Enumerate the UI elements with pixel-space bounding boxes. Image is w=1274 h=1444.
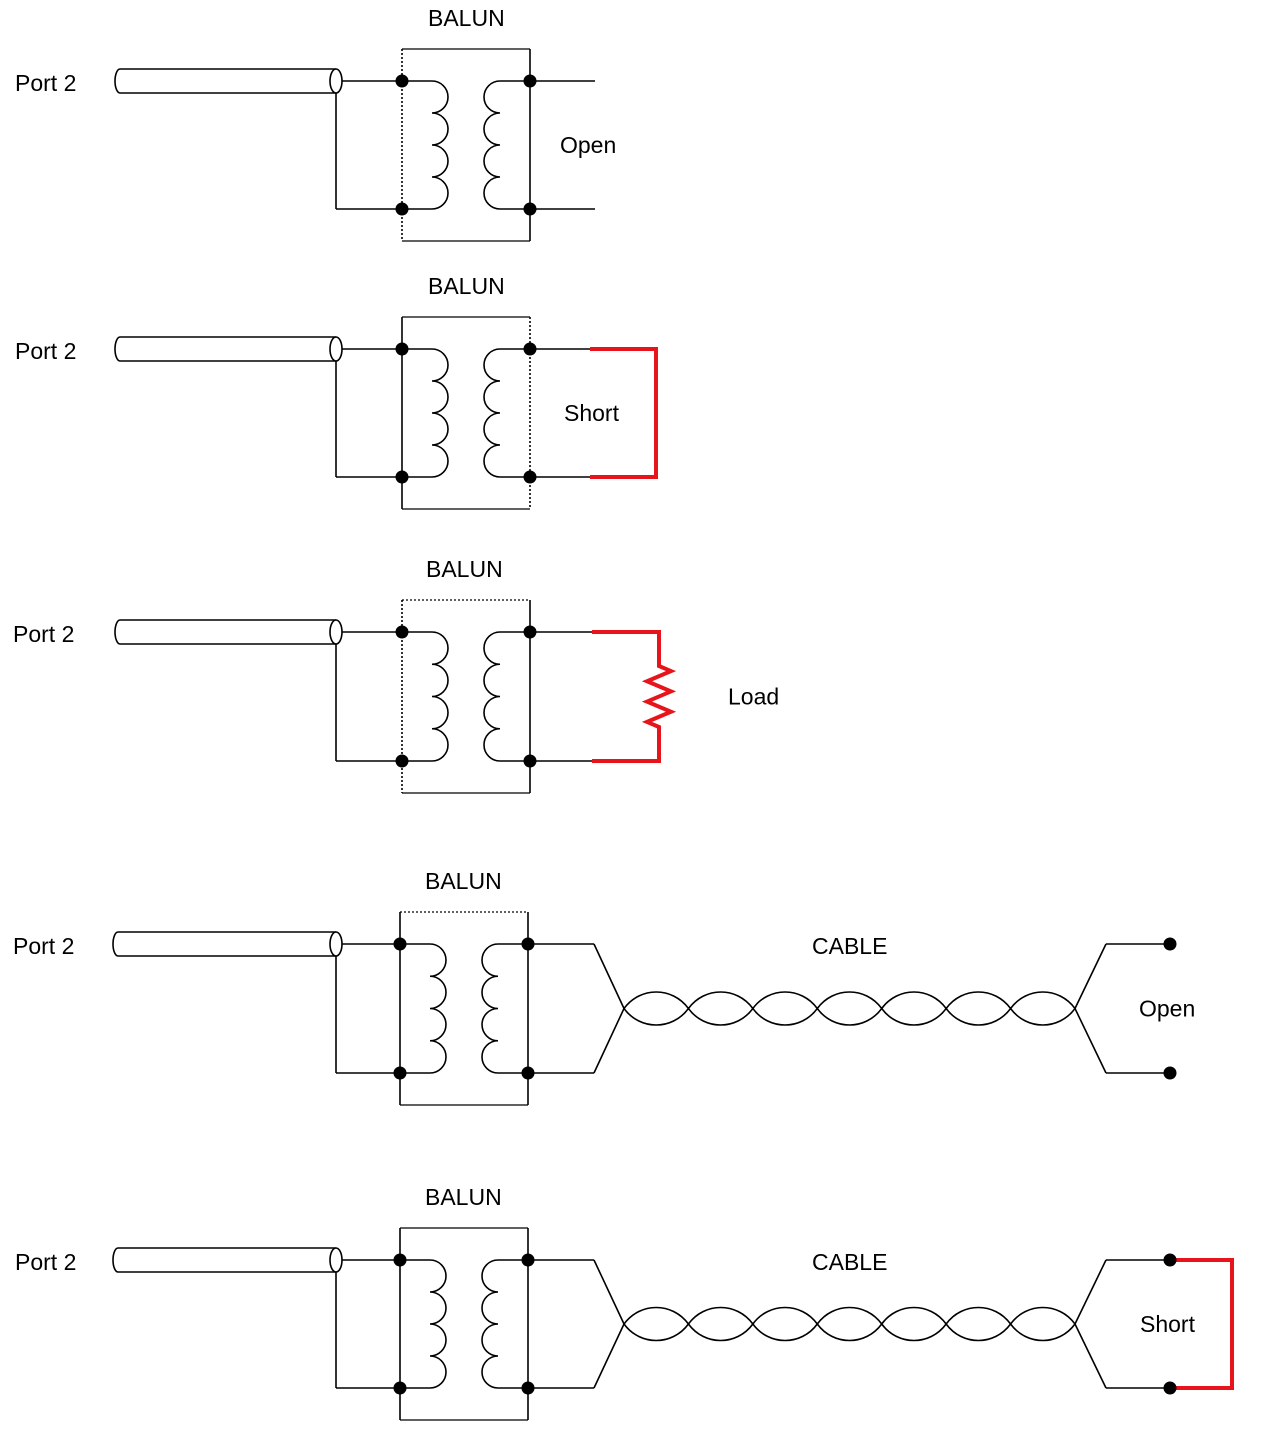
port-label: Port 2: [13, 933, 74, 959]
balun-label: BALUN: [426, 556, 503, 582]
terminal-dot: [393, 1381, 407, 1395]
cable-lead: [593, 1008, 625, 1074]
secondary-winding-icon: [481, 943, 499, 1074]
termination-label: Load: [728, 684, 779, 710]
twisted-pair-strand: [623, 1306, 1076, 1326]
twisted-pair-strand: [623, 1322, 1076, 1342]
coax-cable: [112, 931, 336, 957]
balun-label: BALUN: [428, 273, 505, 299]
coax-end-icon: [329, 619, 343, 645]
winding-lead: [400, 1259, 430, 1389]
port-label: Port 2: [15, 338, 76, 364]
winding-lead: [500, 631, 530, 762]
cable-lead: [593, 1259, 625, 1325]
terminal-dot: [395, 74, 409, 88]
termination-label: Short: [564, 400, 620, 426]
winding-lead: [498, 943, 528, 1074]
winding-lead: [402, 348, 432, 478]
terminal-dot: [395, 202, 409, 216]
winding-lead: [400, 943, 430, 1074]
terminal-dot: [393, 1066, 407, 1080]
cable-lead: [1074, 1008, 1107, 1074]
cable-end-terminal: [1163, 1066, 1177, 1080]
cable-label: CABLE: [812, 1249, 887, 1275]
cable-label: CABLE: [812, 933, 887, 959]
terminal-dot: [395, 754, 409, 768]
winding-lead: [500, 80, 530, 210]
primary-winding-icon: [429, 943, 447, 1074]
primary-winding-icon: [431, 348, 449, 478]
winding-lead: [498, 1259, 528, 1389]
twisted-pair-strand: [623, 991, 1076, 1010]
balun-label: BALUN: [428, 5, 505, 31]
short-circuit-wire: [590, 347, 658, 479]
cable-end-terminal: [1163, 1253, 1177, 1267]
diagram-5: Port 2 BALUN CABLE Short: [15, 1184, 1234, 1421]
cable-end-terminal: [1163, 1381, 1177, 1395]
cable-lead: [593, 1323, 625, 1389]
secondary-winding-icon: [483, 631, 501, 762]
short-circuit-wire: [1170, 1258, 1234, 1390]
diagram-4: Port 2 BALUN CABLE Open: [13, 868, 1195, 1106]
port-label: Port 2: [15, 70, 76, 96]
cable-lead: [1074, 1323, 1107, 1389]
cable-lead: [593, 943, 625, 1009]
cable-lead: [1074, 943, 1107, 1009]
termination-label: Short: [1140, 1311, 1196, 1337]
winding-lead: [500, 348, 530, 478]
termination-label: Open: [1139, 996, 1195, 1022]
diagram-3: Port 2 BALUN Load: [13, 556, 779, 794]
winding-lead: [402, 631, 432, 762]
primary-winding-icon: [431, 631, 449, 762]
coax-cable: [114, 336, 336, 362]
coax-end-icon: [329, 1247, 343, 1273]
terminal-dot: [393, 937, 407, 951]
load-resistor-icon: [592, 630, 677, 763]
termination-label: Open: [560, 132, 616, 158]
cable-lead: [1074, 1259, 1107, 1325]
winding-lead: [402, 80, 432, 210]
coax-end-icon: [329, 336, 343, 362]
coax-cable: [112, 1247, 336, 1273]
coax-cable: [114, 68, 336, 94]
secondary-winding-icon: [481, 1259, 499, 1389]
primary-winding-icon: [431, 80, 449, 210]
terminal-dot: [395, 625, 409, 639]
coax-cable: [114, 619, 336, 645]
cable-end-terminal: [1163, 937, 1177, 951]
diagram-1: Port 2 BALUN Open: [15, 5, 616, 242]
port-label: Port 2: [15, 1249, 76, 1275]
terminal-dot: [395, 470, 409, 484]
diagram-2: Port 2 BALUN Short: [15, 273, 658, 510]
coax-end-icon: [329, 68, 343, 94]
port-label: Port 2: [13, 621, 74, 647]
secondary-winding-icon: [483, 348, 501, 478]
secondary-winding-icon: [483, 80, 501, 210]
twisted-pair-strand: [623, 1007, 1076, 1026]
coax-end-icon: [329, 931, 343, 957]
balun-label: BALUN: [425, 868, 502, 894]
balun-label: BALUN: [425, 1184, 502, 1210]
primary-winding-icon: [429, 1259, 447, 1389]
terminal-dot: [395, 342, 409, 356]
terminal-dot: [393, 1253, 407, 1267]
